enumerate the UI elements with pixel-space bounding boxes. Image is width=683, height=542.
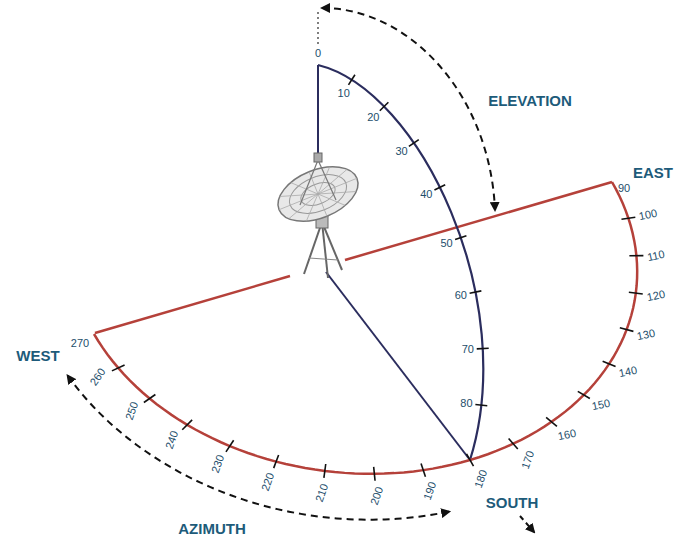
azimuth-tick-label: 110 (647, 248, 666, 262)
elevation-tick (455, 236, 466, 240)
dish-rib (318, 192, 356, 194)
azimuth-tick-label: 270 (71, 338, 89, 349)
elevation-arc (318, 65, 483, 460)
direction-label: EAST (633, 165, 673, 180)
azimuth-tick-label: 140 (617, 364, 637, 379)
axis-label: ELEVATION (488, 93, 572, 108)
azimuth-tick-label: 250 (123, 400, 140, 421)
azimuth-tick (621, 217, 635, 219)
elevation-tick-label: 60 (455, 289, 467, 300)
azimuth-tick (226, 440, 234, 452)
azimuth-tick (374, 467, 375, 481)
elevation-tick (349, 75, 355, 85)
azimuth-tick (603, 361, 616, 366)
azimuth-tick (509, 438, 518, 449)
elevation-tick-label: 70 (462, 344, 474, 355)
elevation-tick (477, 347, 489, 349)
elevation-tick-label: 40 (420, 189, 432, 200)
azimuth-tick-label: 220 (260, 472, 277, 493)
horizon-line (345, 182, 612, 260)
south-arrow (520, 516, 534, 532)
azimuth-tick (182, 420, 192, 430)
elevation-tick (475, 404, 487, 405)
elevation-tick-label: 0 (315, 48, 321, 59)
zenith-dotted-line (317, 10, 319, 44)
azimuth-tick (466, 454, 473, 466)
elevation-tick (434, 185, 445, 190)
azimuth-tick-label: 210 (314, 482, 331, 503)
dish-rib (318, 194, 327, 216)
azimuth-tick (144, 395, 156, 403)
direction-label: SOUTH (486, 495, 539, 510)
elevation-tick-label: 50 (440, 237, 452, 248)
dish-rib (309, 172, 318, 194)
azimuth-tick (546, 417, 557, 426)
azimuth-arrow (68, 376, 449, 520)
elevation-tick-label: 80 (460, 398, 472, 409)
azimuth-tick-label: 180 (473, 469, 490, 490)
azimuth-tick (578, 391, 590, 398)
azimuth-tick (629, 292, 643, 294)
azimuth-tick-label: 160 (557, 427, 577, 442)
dish-rib (280, 194, 318, 196)
elevation-tick-label: 20 (367, 111, 379, 122)
elevation-tick (380, 102, 389, 110)
elevation-tick (470, 291, 482, 293)
south-line (326, 272, 470, 460)
azimuth-tick (324, 464, 326, 478)
zenith-line (317, 65, 319, 155)
azimuth-tick-label: 90 (618, 183, 630, 194)
dish-rib (279, 194, 318, 210)
azimuth-tick (629, 255, 643, 257)
dish-rib (318, 169, 347, 194)
satellite-dish (270, 153, 366, 278)
azimuth-arc (94, 182, 637, 474)
azimuth-tick (421, 463, 425, 476)
elevation-tick (409, 140, 419, 147)
azimuth-tick-label: 100 (638, 208, 658, 223)
azimuth-tick (274, 455, 279, 468)
azimuth-tick (112, 365, 125, 371)
axis-label: AZIMUTH (178, 521, 246, 536)
azimuth-tick-label: 150 (591, 398, 611, 413)
elevation-tick-label: 30 (395, 146, 407, 157)
azimuth-tick-label: 240 (163, 430, 180, 451)
dish-rib (318, 167, 330, 194)
azimuth-tick-label: 120 (646, 288, 666, 303)
direction-label: WEST (16, 348, 59, 363)
azimuth-tick-label: 170 (519, 450, 536, 471)
azimuth-tick-label: 230 (209, 454, 226, 475)
azimuth-tick-label: 260 (89, 367, 109, 388)
horizon-line (95, 276, 290, 333)
azimuth-tick-label: 130 (636, 327, 656, 342)
elevation-tick-label: 10 (338, 87, 350, 98)
azimuth-tick-label: 200 (368, 485, 385, 506)
azimuth-tick-label: 190 (422, 480, 439, 501)
azimuth-tick (620, 328, 634, 332)
